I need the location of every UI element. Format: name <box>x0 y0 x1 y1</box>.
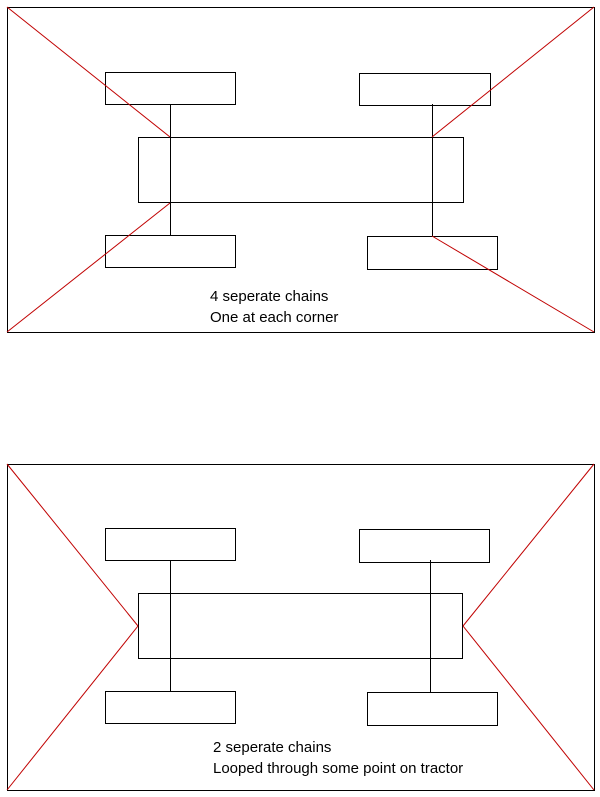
wheel-rear-right <box>367 692 498 726</box>
wheel-front-left <box>105 72 236 105</box>
caption-line-1: 4 seperate chains <box>210 288 328 305</box>
caption-line-2: Looped through some point on tractor <box>213 760 463 777</box>
caption-line-2: One at each corner <box>210 309 338 326</box>
diagram-two-chains: 2 seperate chains Looped through some po… <box>6 463 595 791</box>
chain-top-right <box>431 6 595 138</box>
wheel-rear-left <box>105 691 236 724</box>
chain-bottom-right <box>431 235 595 333</box>
wheel-front-left <box>105 528 236 561</box>
caption-line-1: 2 seperate chains <box>213 739 331 756</box>
wheel-rear-right <box>367 236 498 270</box>
wheel-front-right <box>359 73 491 106</box>
wheel-front-right <box>359 529 490 563</box>
tractor-body <box>138 593 463 659</box>
chain-left-upper <box>6 463 139 627</box>
chain-top-left <box>6 6 171 138</box>
tractor-body <box>138 137 464 203</box>
chain-right-lower <box>462 625 595 791</box>
diagram-four-chains: 4 seperate chains One at each corner <box>6 6 595 333</box>
wheel-rear-left <box>105 235 236 268</box>
chain-left-lower <box>6 625 139 791</box>
chain-right-upper <box>462 463 595 627</box>
chain-bottom-left <box>6 202 171 333</box>
